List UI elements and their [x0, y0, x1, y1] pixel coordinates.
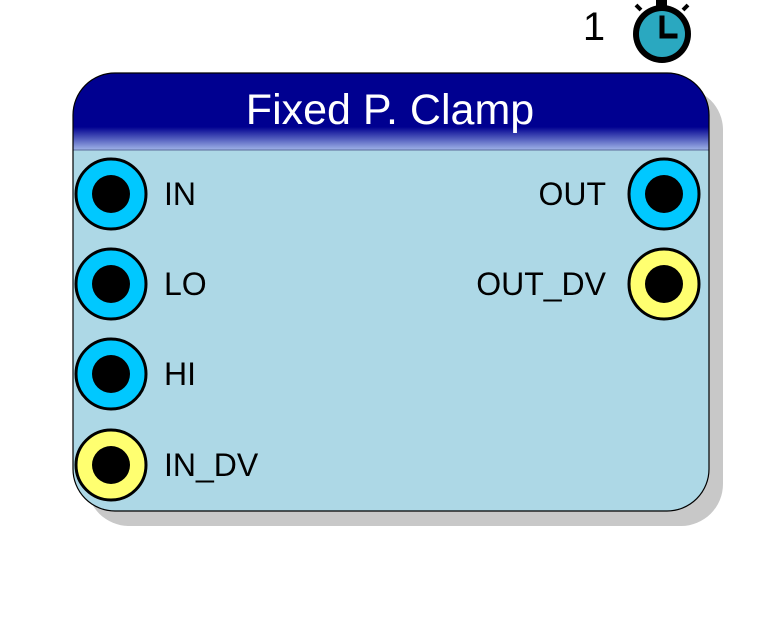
- output-port-out[interactable]: [627, 157, 701, 231]
- block-body: [73, 73, 709, 511]
- input-label-in-dv: IN_DV: [164, 447, 259, 483]
- input-label-lo: LO: [164, 266, 207, 302]
- function-block[interactable]: Fixed P. Clamp IN LO HI IN_DV OUT: [72, 72, 710, 512]
- block-title: Fixed P. Clamp: [246, 86, 534, 134]
- input-label-hi: HI: [164, 356, 196, 392]
- input-port-hi-core: [92, 355, 130, 393]
- input-port-in-dv-core: [92, 446, 130, 484]
- output-label-out-dv: OUT_DV: [476, 266, 606, 302]
- stopwatch-icon: [633, 0, 691, 63]
- input-port-lo-core: [92, 265, 130, 303]
- input-port-in-core: [92, 175, 130, 213]
- execution-order-number: 1: [583, 5, 605, 49]
- input-port-hi[interactable]: [74, 337, 148, 411]
- output-port-out-dv[interactable]: [627, 247, 701, 321]
- input-label-in: IN: [164, 176, 196, 212]
- output-port-out-dv-core: [645, 265, 683, 303]
- block-title-bar: [73, 73, 709, 150]
- output-port-out-core: [645, 175, 683, 213]
- output-label-out: OUT: [538, 176, 606, 212]
- input-port-in[interactable]: [74, 157, 148, 231]
- block-outline: [72, 72, 710, 512]
- input-port-lo[interactable]: [74, 247, 148, 321]
- input-port-in-dv[interactable]: [74, 428, 148, 502]
